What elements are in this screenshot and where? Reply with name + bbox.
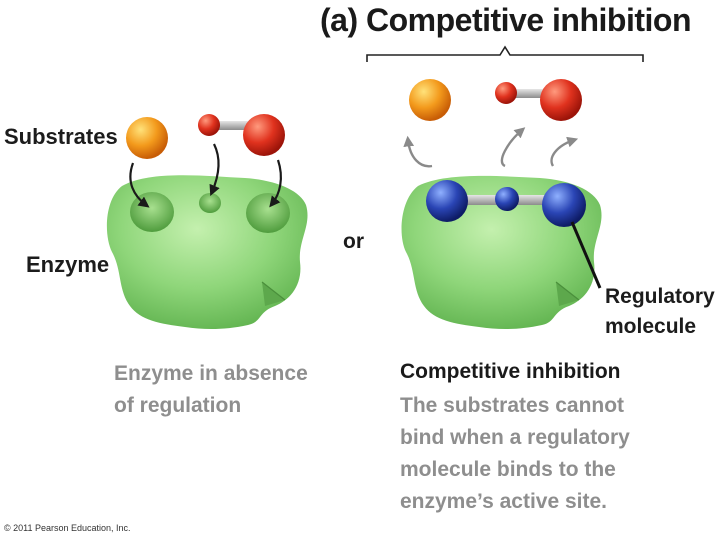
label-regulatory-line1: Regulatory [605,285,715,308]
repel-arrows [403,127,579,168]
right-caption-line1: The substrates cannot [400,394,625,417]
active-site [130,192,174,232]
substrate-orange [409,79,451,121]
substrate-red-small [198,114,220,136]
substrate-red-large [243,114,285,156]
left-caption: Enzyme in absence of regulation [114,358,308,422]
substrates-right [409,79,582,121]
right-caption-heading: Competitive inhibition [400,360,621,383]
leader-line [570,221,602,289]
label-regulatory-molecule: Regulatory molecule [605,282,715,342]
label-enzyme: Enzyme [26,252,110,277]
binding-arrows [129,143,282,208]
right-caption-line4: enzyme’s active site. [400,490,608,513]
label-regulatory-line2: molecule [605,315,697,338]
substrate-red-small [495,82,517,104]
left-caption-line1: Enzyme in absence [114,362,308,385]
right-caption-line3: molecule binds to the [400,458,616,481]
label-or: or [343,230,364,253]
copyright-notice: © 2011 Pearson Education, Inc. [4,523,131,533]
active-site [199,193,221,213]
bracket [366,45,644,62]
right-caption-body: The substrates cannot bind when a regula… [400,390,630,518]
substrates-left [126,114,285,159]
substrate-orange [126,117,168,159]
regulatory-molecule [426,180,586,227]
right-caption-line2: bind when a regulatory [400,426,630,449]
substrate-red-large [540,79,582,121]
active-site [246,193,290,233]
left-caption-line2: of regulation [114,394,242,417]
label-substrates: Substrates [4,124,118,149]
figure-title: (a) Competitive inhibition [320,2,691,38]
enzyme-left [106,175,308,330]
